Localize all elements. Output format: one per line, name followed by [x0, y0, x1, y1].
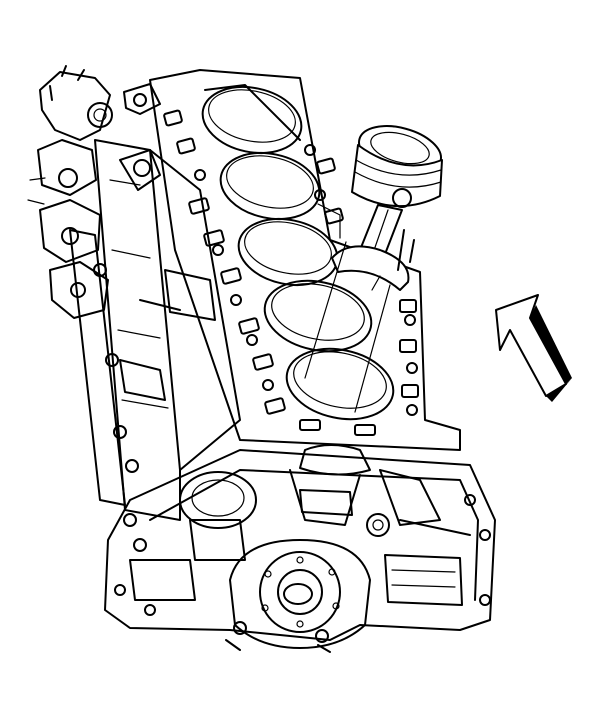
crankcase-rear [104, 444, 496, 641]
rear-main-seal [225, 539, 371, 653]
cylinder-bore-5 [285, 347, 395, 421]
install-direction-arrow-icon [495, 294, 572, 402]
cylinder-bore-4 [263, 279, 373, 353]
cylinder-bore-2 [219, 152, 321, 220]
cylinder-deck [149, 69, 461, 451]
block-left-side-mounts [27, 65, 161, 319]
piston-assembly-icon [304, 125, 443, 413]
block-side-face [69, 139, 241, 521]
cylinder-bore-1 [201, 86, 303, 154]
